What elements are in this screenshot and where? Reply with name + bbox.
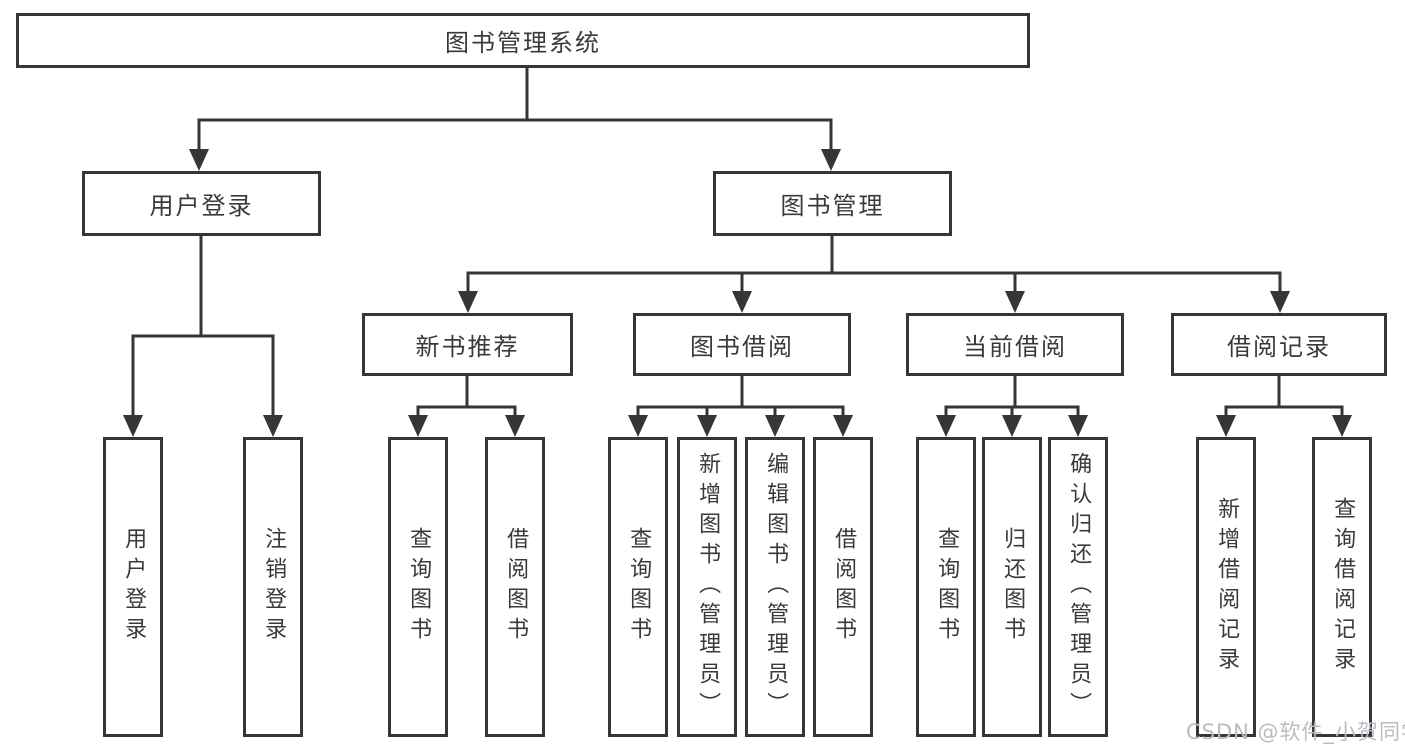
leaf-label: 查询图书 bbox=[934, 527, 960, 647]
leaf-label: 新增图书（管理员） bbox=[695, 452, 721, 722]
node-label: 图书管理系统 bbox=[445, 29, 601, 57]
node-label: 借阅记录 bbox=[1227, 333, 1331, 361]
leaf-label: 查询图书 bbox=[406, 527, 432, 647]
node-library-management-system: 图书管理系统 bbox=[16, 13, 1030, 68]
leaf-label: 查询图书 bbox=[626, 527, 652, 647]
leaf-records-add-borrow-record: 新增借阅记录 bbox=[1196, 437, 1256, 737]
leaf-records-query-borrow-record: 查询借阅记录 bbox=[1312, 437, 1372, 737]
leaf-label: 归还图书 bbox=[1000, 527, 1026, 647]
node-label: 图书借阅 bbox=[690, 333, 794, 361]
leaf-current-query-books: 查询图书 bbox=[916, 437, 976, 737]
connector-borrowing-records-group bbox=[1224, 376, 1344, 418]
node-current-borrowing: 当前借阅 bbox=[906, 313, 1124, 376]
node-label: 用户登录 bbox=[149, 192, 254, 220]
node-new-book-recommendation: 新书推荐 bbox=[362, 313, 573, 376]
leaf-label: 用户登录 bbox=[121, 527, 147, 647]
connector-book-borrowing-group bbox=[636, 376, 845, 418]
node-label: 图书管理 bbox=[780, 192, 885, 220]
leaf-borrowing-add-books-admin: 新增图书（管理员） bbox=[677, 437, 737, 737]
node-book-management: 图书管理 bbox=[713, 171, 952, 236]
leaf-label: 新增借阅记录 bbox=[1214, 497, 1240, 677]
leaf-borrowing-borrow-books: 借阅图书 bbox=[813, 437, 873, 737]
leaf-current-confirm-return-admin: 确认归还（管理员） bbox=[1048, 437, 1108, 737]
node-label: 新书推荐 bbox=[415, 333, 520, 361]
leaf-label: 注销登录 bbox=[261, 527, 287, 647]
leaf-borrowing-query-books: 查询图书 bbox=[608, 437, 668, 737]
leaf-current-return-books: 归还图书 bbox=[982, 437, 1042, 737]
leaf-label: 借阅图书 bbox=[503, 527, 529, 647]
leaf-label: 确认归还（管理员） bbox=[1066, 452, 1092, 722]
node-borrowing-records: 借阅记录 bbox=[1171, 313, 1387, 376]
leaf-recommend-query-books: 查询图书 bbox=[388, 437, 448, 737]
leaf-logout: 注销登录 bbox=[243, 437, 303, 737]
leaf-label: 查询借阅记录 bbox=[1330, 497, 1356, 677]
leaf-borrowing-edit-books-admin: 编辑图书（管理员） bbox=[745, 437, 805, 737]
leaf-label: 编辑图书（管理员） bbox=[763, 452, 789, 722]
connector-user-login-group bbox=[131, 236, 275, 418]
connector-current-borrowing-group bbox=[944, 376, 1080, 418]
connector-book-management-to-level3 bbox=[466, 236, 1282, 293]
leaf-user-login: 用户登录 bbox=[103, 437, 163, 737]
leaf-recommend-borrow-books: 借阅图书 bbox=[485, 437, 545, 737]
node-book-borrowing: 图书借阅 bbox=[633, 313, 851, 376]
csdn-watermark: CSDN @软件_小贺同学 bbox=[1186, 720, 1405, 744]
connector-root-to-level2 bbox=[197, 68, 833, 152]
node-user-login: 用户登录 bbox=[82, 171, 321, 236]
node-label: 当前借阅 bbox=[963, 333, 1067, 361]
leaf-label: 借阅图书 bbox=[831, 527, 857, 647]
connector-new-book-group bbox=[416, 376, 517, 418]
